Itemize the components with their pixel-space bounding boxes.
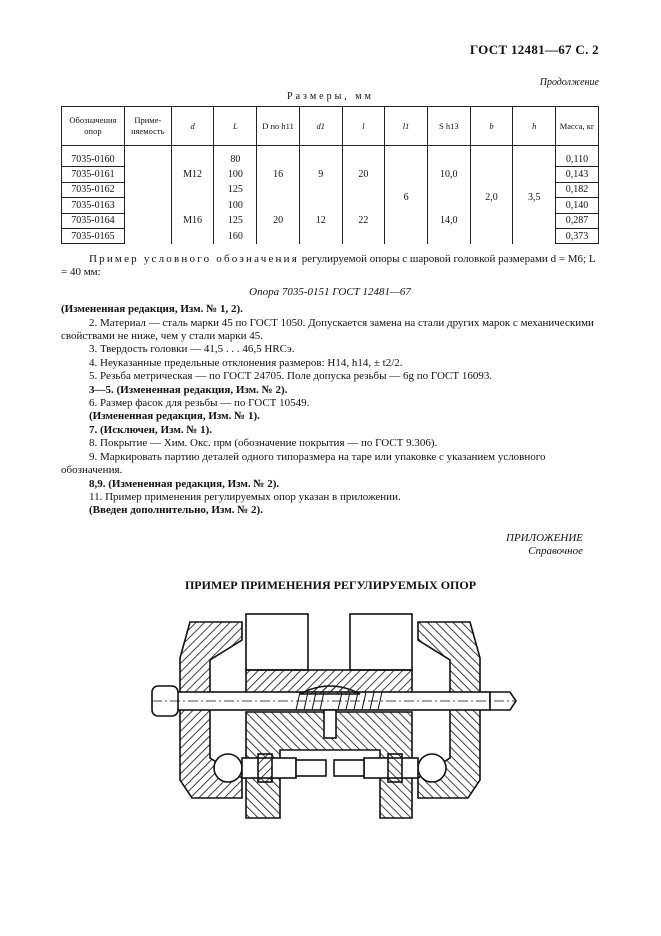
table-row: 7035-0162 125 0,182 — [61, 182, 599, 199]
table-row: 7035-0161 100 0,143 — [61, 166, 599, 183]
cell-L: 125 — [213, 213, 258, 229]
col-header: L — [213, 106, 258, 146]
cell-h: 3,5 — [512, 152, 557, 244]
note-item: 2. Материал — сталь марки 45 по ГОСТ 105… — [61, 316, 594, 343]
col-header: Приме-няемость — [123, 106, 172, 146]
right-locknut — [387, 753, 403, 783]
cell-L: 80 — [213, 152, 258, 167]
cell-L: 100 — [213, 166, 258, 183]
note-item: 3—5. (Измененная редакция, Изм. № 2). — [89, 383, 288, 396]
right-ball-head — [417, 753, 447, 783]
notes-list: (Измененная редакция, Изм. № 1, 2).2. Ма… — [61, 303, 599, 518]
example-designation: Опора 7035-0151 ГОСТ 12481—67 — [249, 285, 411, 298]
note-item: 4. Неуказанные предельные отклонения раз… — [89, 356, 403, 369]
cell-mass: 0,143 — [555, 166, 599, 183]
cell-L: 125 — [213, 182, 258, 198]
note-item: (Измененная редакция, Изм. № 1). — [89, 410, 260, 423]
note-item: 6. Размер фасок для резьбы — по ГОСТ 105… — [89, 397, 310, 410]
cell-code: 7035-0161 — [61, 166, 125, 183]
appendix-type: Справочное — [528, 545, 583, 557]
appendix-label-block: ПРИЛОЖЕНИЕ Справочное — [506, 532, 583, 558]
note-item: 11. Пример применения регулируемых опор … — [89, 490, 401, 503]
cell-b: 2,0 — [469, 152, 514, 244]
cell-code: 7035-0160 — [61, 152, 125, 168]
cell-S: 14,0 — [426, 197, 471, 244]
col-header: h — [512, 106, 557, 146]
note-item: 8. Покрытие — Хим. Окс. прм (обозначение… — [89, 437, 438, 450]
note-item: (Измененная редакция, Изм. № 1, 2). — [61, 303, 243, 316]
assembly-drawing — [151, 613, 517, 819]
left-locknut — [257, 753, 273, 783]
cell-mass: 0,287 — [555, 213, 599, 229]
note-item: 9. Маркировать партию деталей одного тип… — [61, 450, 546, 477]
note-item: (Введен дополнительно, Изм. № 2). — [89, 504, 263, 517]
col-header: b — [469, 106, 514, 146]
cell-S: 10,0 — [426, 152, 471, 198]
top-block-right — [349, 613, 413, 671]
cell-l: 22 — [341, 197, 386, 244]
cell-mass: 0,373 — [555, 228, 599, 245]
cell-D: 20 — [256, 197, 300, 244]
col-header: Масса, кг — [555, 106, 599, 146]
left-support-thread — [295, 759, 327, 777]
col-header: S h13 — [426, 106, 471, 146]
center-nut — [299, 685, 361, 695]
col-header: l1 — [384, 106, 428, 146]
note-item: 3. Твердость головки — 41,5 . . . 46,5 H… — [89, 343, 295, 356]
note-item: 5. Резьба метрическая — по ГОСТ 24705. П… — [89, 370, 493, 383]
screw-threads — [295, 691, 383, 711]
col-header: D по h11 — [256, 106, 300, 146]
table-row: 7035-0164 125 0,287 — [61, 213, 599, 229]
cell-code: 7035-0163 — [61, 197, 125, 214]
cell-d1: 9 — [298, 152, 343, 198]
example-text: регулируемой опоры с шаровой головкой ра… — [61, 253, 596, 279]
cell-L: 160 — [213, 228, 258, 244]
continuation-label: Продолжение — [539, 77, 599, 88]
body-text: Пример условного обозначения регулируемо… — [61, 253, 599, 518]
cell-code: 7035-0164 — [61, 213, 125, 229]
top-block-left — [245, 613, 309, 671]
right-clamp-body — [417, 621, 481, 799]
example-lead: Пример условного обозначения — [89, 253, 299, 265]
col-header: d — [170, 106, 215, 146]
cell-l: 20 — [341, 152, 386, 198]
table-row: 7035-0163 M16 100 20 12 22 14,0 0,140 — [61, 197, 599, 244]
appendix-title: ПРИМЕР ПРИМЕНЕНИЯ РЕГУЛИРУЕМЫХ ОПОР — [184, 578, 477, 592]
dimensions-caption: Размеры, мм — [287, 91, 374, 102]
left-ball-head — [213, 753, 243, 783]
cell-applicability — [123, 197, 172, 244]
cell-applicability — [123, 152, 172, 198]
cell-mass: 0,110 — [555, 152, 599, 168]
col-header: d1 — [298, 106, 343, 146]
cell-d: M16 — [170, 197, 215, 244]
cell-d1: 12 — [298, 197, 343, 244]
cell-L: 100 — [213, 197, 258, 214]
dimensions-table: Обозначения опор Приме-няемость d L D по… — [61, 106, 599, 245]
cell-d: M12 — [170, 152, 215, 198]
right-support-thread — [333, 759, 365, 777]
appendix-label: ПРИЛОЖЕНИЕ — [506, 532, 583, 544]
table-header-row: Обозначения опор Приме-няемость d L D по… — [61, 106, 599, 146]
cell-mass: 0,182 — [555, 182, 599, 199]
col-header: l — [341, 106, 386, 146]
cell-mass: 0,140 — [555, 197, 599, 214]
cell-l1: 6 — [384, 152, 428, 244]
page-header: ГОСТ 12481—67 С. 2 — [469, 42, 599, 57]
cell-code: 7035-0162 — [61, 182, 125, 199]
example-paragraph: Пример условного обозначения регулируемо… — [61, 253, 599, 280]
center-lower-piece — [245, 711, 413, 819]
note-item: 8,9. (Измененная редакция, Изм. № 2). — [89, 477, 280, 490]
center-pin — [323, 709, 337, 739]
table-row: 7035-0165 160 0,373 — [61, 228, 599, 245]
table-row: 7035-0160 M12 80 16 9 20 6 10,0 2,0 3,5 … — [61, 152, 599, 244]
note-item: 7. (Исключен, Изм. № 1). — [89, 423, 213, 436]
cell-D: 16 — [256, 152, 300, 198]
col-header: Обозначения опор — [61, 106, 125, 146]
cell-code: 7035-0165 — [61, 228, 125, 245]
